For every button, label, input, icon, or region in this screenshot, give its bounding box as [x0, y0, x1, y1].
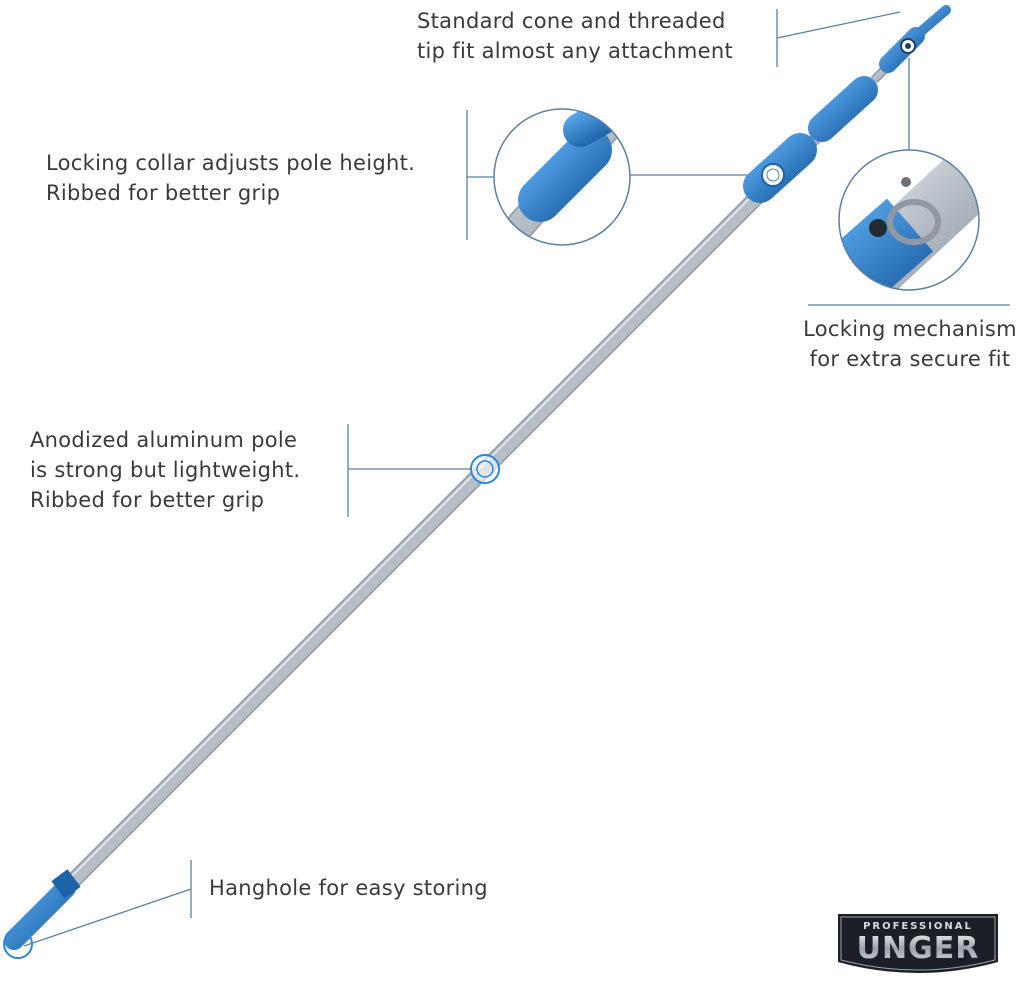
callout-tip-line-2: tip fit almost any attachment — [417, 39, 734, 63]
callout-pole: Anodized aluminum pole is strong but lig… — [30, 425, 300, 515]
callout-pole-line-1: Anodized aluminum pole — [30, 428, 298, 452]
logo-top-text: PROFESSIONAL — [863, 921, 973, 932]
leader-lines — [23, 9, 1010, 947]
hanghole-marker — [3, 929, 33, 959]
callout-collar: Locking collar adjusts pole height. Ribb… — [46, 148, 415, 208]
callout-pole-line-3: Ribbed for better grip — [30, 488, 265, 512]
pole-detail-marker — [470, 454, 500, 484]
callout-hang-line-1: Hanghole for easy storing — [209, 876, 488, 900]
callout-tip-line-1: Standard cone and threaded — [417, 9, 726, 33]
callout-tip: Standard cone and threaded tip fit almos… — [417, 6, 733, 66]
callout-lock: Locking mechanism for extra secure fit — [796, 314, 1024, 374]
locking-collars — [743, 5, 951, 203]
callout-pole-line-2: is strong but lightweight. — [30, 458, 301, 482]
callout-lock-line-1: Locking mechanism — [803, 317, 1017, 341]
unger-logo: PROFESSIONAL UNGER — [838, 914, 998, 973]
collar-detail-circle — [493, 108, 631, 246]
callout-hang: Hanghole for easy storing — [209, 873, 488, 903]
callout-lock-line-2: for extra secure fit — [809, 347, 1011, 371]
lock-detail-circle — [838, 149, 980, 291]
logo-main-text: UNGER — [857, 931, 980, 966]
callout-collar-line-2: Ribbed for better grip — [46, 181, 281, 205]
callout-collar-line-1: Locking collar adjusts pole height. — [46, 151, 416, 175]
